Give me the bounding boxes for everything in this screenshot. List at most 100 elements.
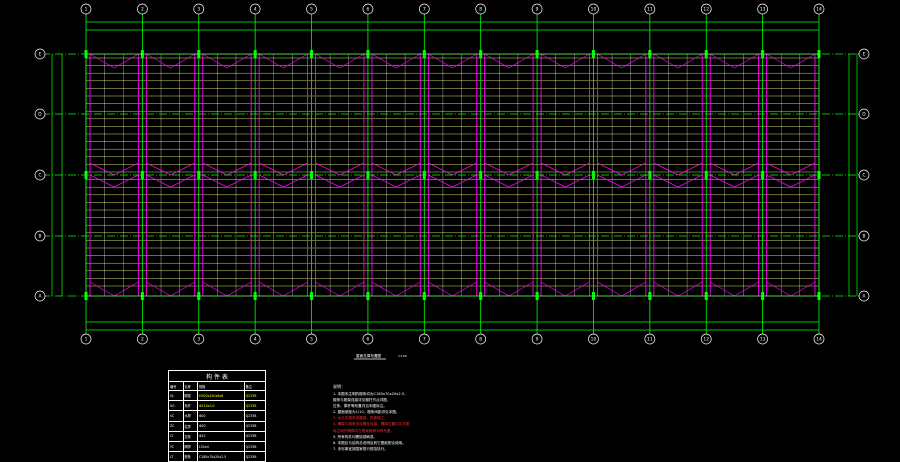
brace-line xyxy=(315,53,340,69)
brace-line xyxy=(202,162,228,176)
brace-line xyxy=(283,162,308,176)
axis-label: B xyxy=(862,234,865,240)
table-cell-note: Q235B xyxy=(243,440,267,453)
table-cell-note: Q235B xyxy=(243,430,267,442)
brace-line xyxy=(146,174,171,188)
table-header: 编号 xyxy=(168,381,184,391)
brace-line xyxy=(540,174,566,188)
brace-line xyxy=(202,53,228,69)
axis-bubble xyxy=(700,3,712,15)
axis-bubble xyxy=(588,3,599,15)
brace-line xyxy=(283,281,308,297)
brace-line xyxy=(710,53,735,69)
brace-line xyxy=(484,281,510,297)
table-cell-name: 拉条 xyxy=(182,430,198,442)
brace-line xyxy=(677,281,703,297)
axis-bubble xyxy=(531,333,543,345)
axis-label: D xyxy=(38,112,42,118)
note-line: 1. 本图未注明的檩条均为C180x70x20x2.5， xyxy=(333,392,408,396)
brace-line xyxy=(258,174,284,188)
brace-line xyxy=(170,162,195,176)
axis-label: 14 xyxy=(816,337,822,343)
axis-bubble xyxy=(418,3,430,15)
table-cell-spec: H300x150x6x8 xyxy=(197,389,245,402)
brace-line xyxy=(371,281,397,297)
brace-line xyxy=(339,162,365,176)
brace-line xyxy=(89,174,115,188)
brace-line xyxy=(114,174,139,188)
brace-line xyxy=(170,281,195,297)
brace-line xyxy=(315,174,340,188)
table-cell-spec: Φ12 xyxy=(197,430,245,442)
axis-bubble xyxy=(80,3,92,15)
brace-line xyxy=(114,281,139,297)
brace-line xyxy=(258,281,284,297)
note-line: 6. 本图应与结构总说明及其它图纸配合使用。 xyxy=(333,440,406,445)
brace-line xyxy=(508,174,534,188)
axis-label: C xyxy=(38,173,41,179)
axis-label: 5 xyxy=(310,7,313,13)
brace-line xyxy=(790,53,816,69)
axis-bubble xyxy=(34,230,46,242)
brace-line xyxy=(790,174,816,188)
brace-line xyxy=(710,174,735,188)
brace-line xyxy=(428,162,453,176)
axis-bubble xyxy=(757,3,768,15)
brace-line xyxy=(621,162,647,176)
brace-line xyxy=(710,162,735,176)
brace-line xyxy=(170,53,195,69)
axis-label: E xyxy=(39,52,42,58)
brace-line xyxy=(395,53,421,69)
brace-line xyxy=(484,53,510,69)
axis-bubble xyxy=(813,3,825,15)
table-cell-note: Q235B xyxy=(243,410,267,422)
axis-label: 8 xyxy=(479,7,482,13)
table-cell-note: Q235B xyxy=(243,389,267,402)
table-cell-spec: L50x4 xyxy=(197,440,245,453)
axis-bubble xyxy=(193,333,205,345)
brace-line xyxy=(258,53,284,69)
brace-line xyxy=(734,281,759,297)
brace-line xyxy=(597,174,622,188)
axis-bubble xyxy=(858,169,870,181)
axis-label: 1 xyxy=(85,7,88,13)
brace-line xyxy=(653,162,679,176)
brace-line xyxy=(114,53,139,69)
axis-label: 9 xyxy=(536,337,539,343)
axis-bubble xyxy=(644,333,656,345)
brace-line xyxy=(283,174,308,188)
axis-bubble xyxy=(531,3,543,15)
brace-line xyxy=(452,174,477,188)
table-cell-id: ZC xyxy=(168,420,184,432)
axis-bubble xyxy=(858,48,870,60)
brace-line xyxy=(428,281,453,297)
table-cell-note: Q235B xyxy=(243,400,267,412)
drawing-title: 屋面支撑布置图 xyxy=(356,353,382,358)
table-cell-spec: C180x70x20x2.5 xyxy=(197,451,245,462)
brace-line xyxy=(339,174,365,188)
axis-bubble xyxy=(700,333,712,345)
axis-label: 13 xyxy=(760,7,766,13)
drawing-scale: 1:100 xyxy=(398,354,407,358)
axis-label: 2 xyxy=(141,7,144,13)
brace-line xyxy=(734,53,759,69)
brace-line xyxy=(565,162,590,176)
brace-line xyxy=(565,281,590,297)
axis-label: 6 xyxy=(367,337,370,343)
table-cell-id: LT xyxy=(168,430,184,442)
table-cell-note: Q235B xyxy=(243,420,267,432)
brace-line xyxy=(226,174,252,188)
axis-bubble xyxy=(858,230,870,242)
axis-bubble xyxy=(858,108,870,120)
notes-heading: 说明： xyxy=(333,384,345,389)
brace-line xyxy=(597,162,622,176)
note-line: 3. 水平支撑采用圆钢，张紧施工。 xyxy=(333,416,388,421)
axis-bubble xyxy=(757,333,768,345)
axis-bubble xyxy=(34,48,46,60)
note-line: 檩条与刚架连接详见檩托节点详图， xyxy=(333,398,391,403)
table-cell-name: 刚架 xyxy=(182,389,198,402)
